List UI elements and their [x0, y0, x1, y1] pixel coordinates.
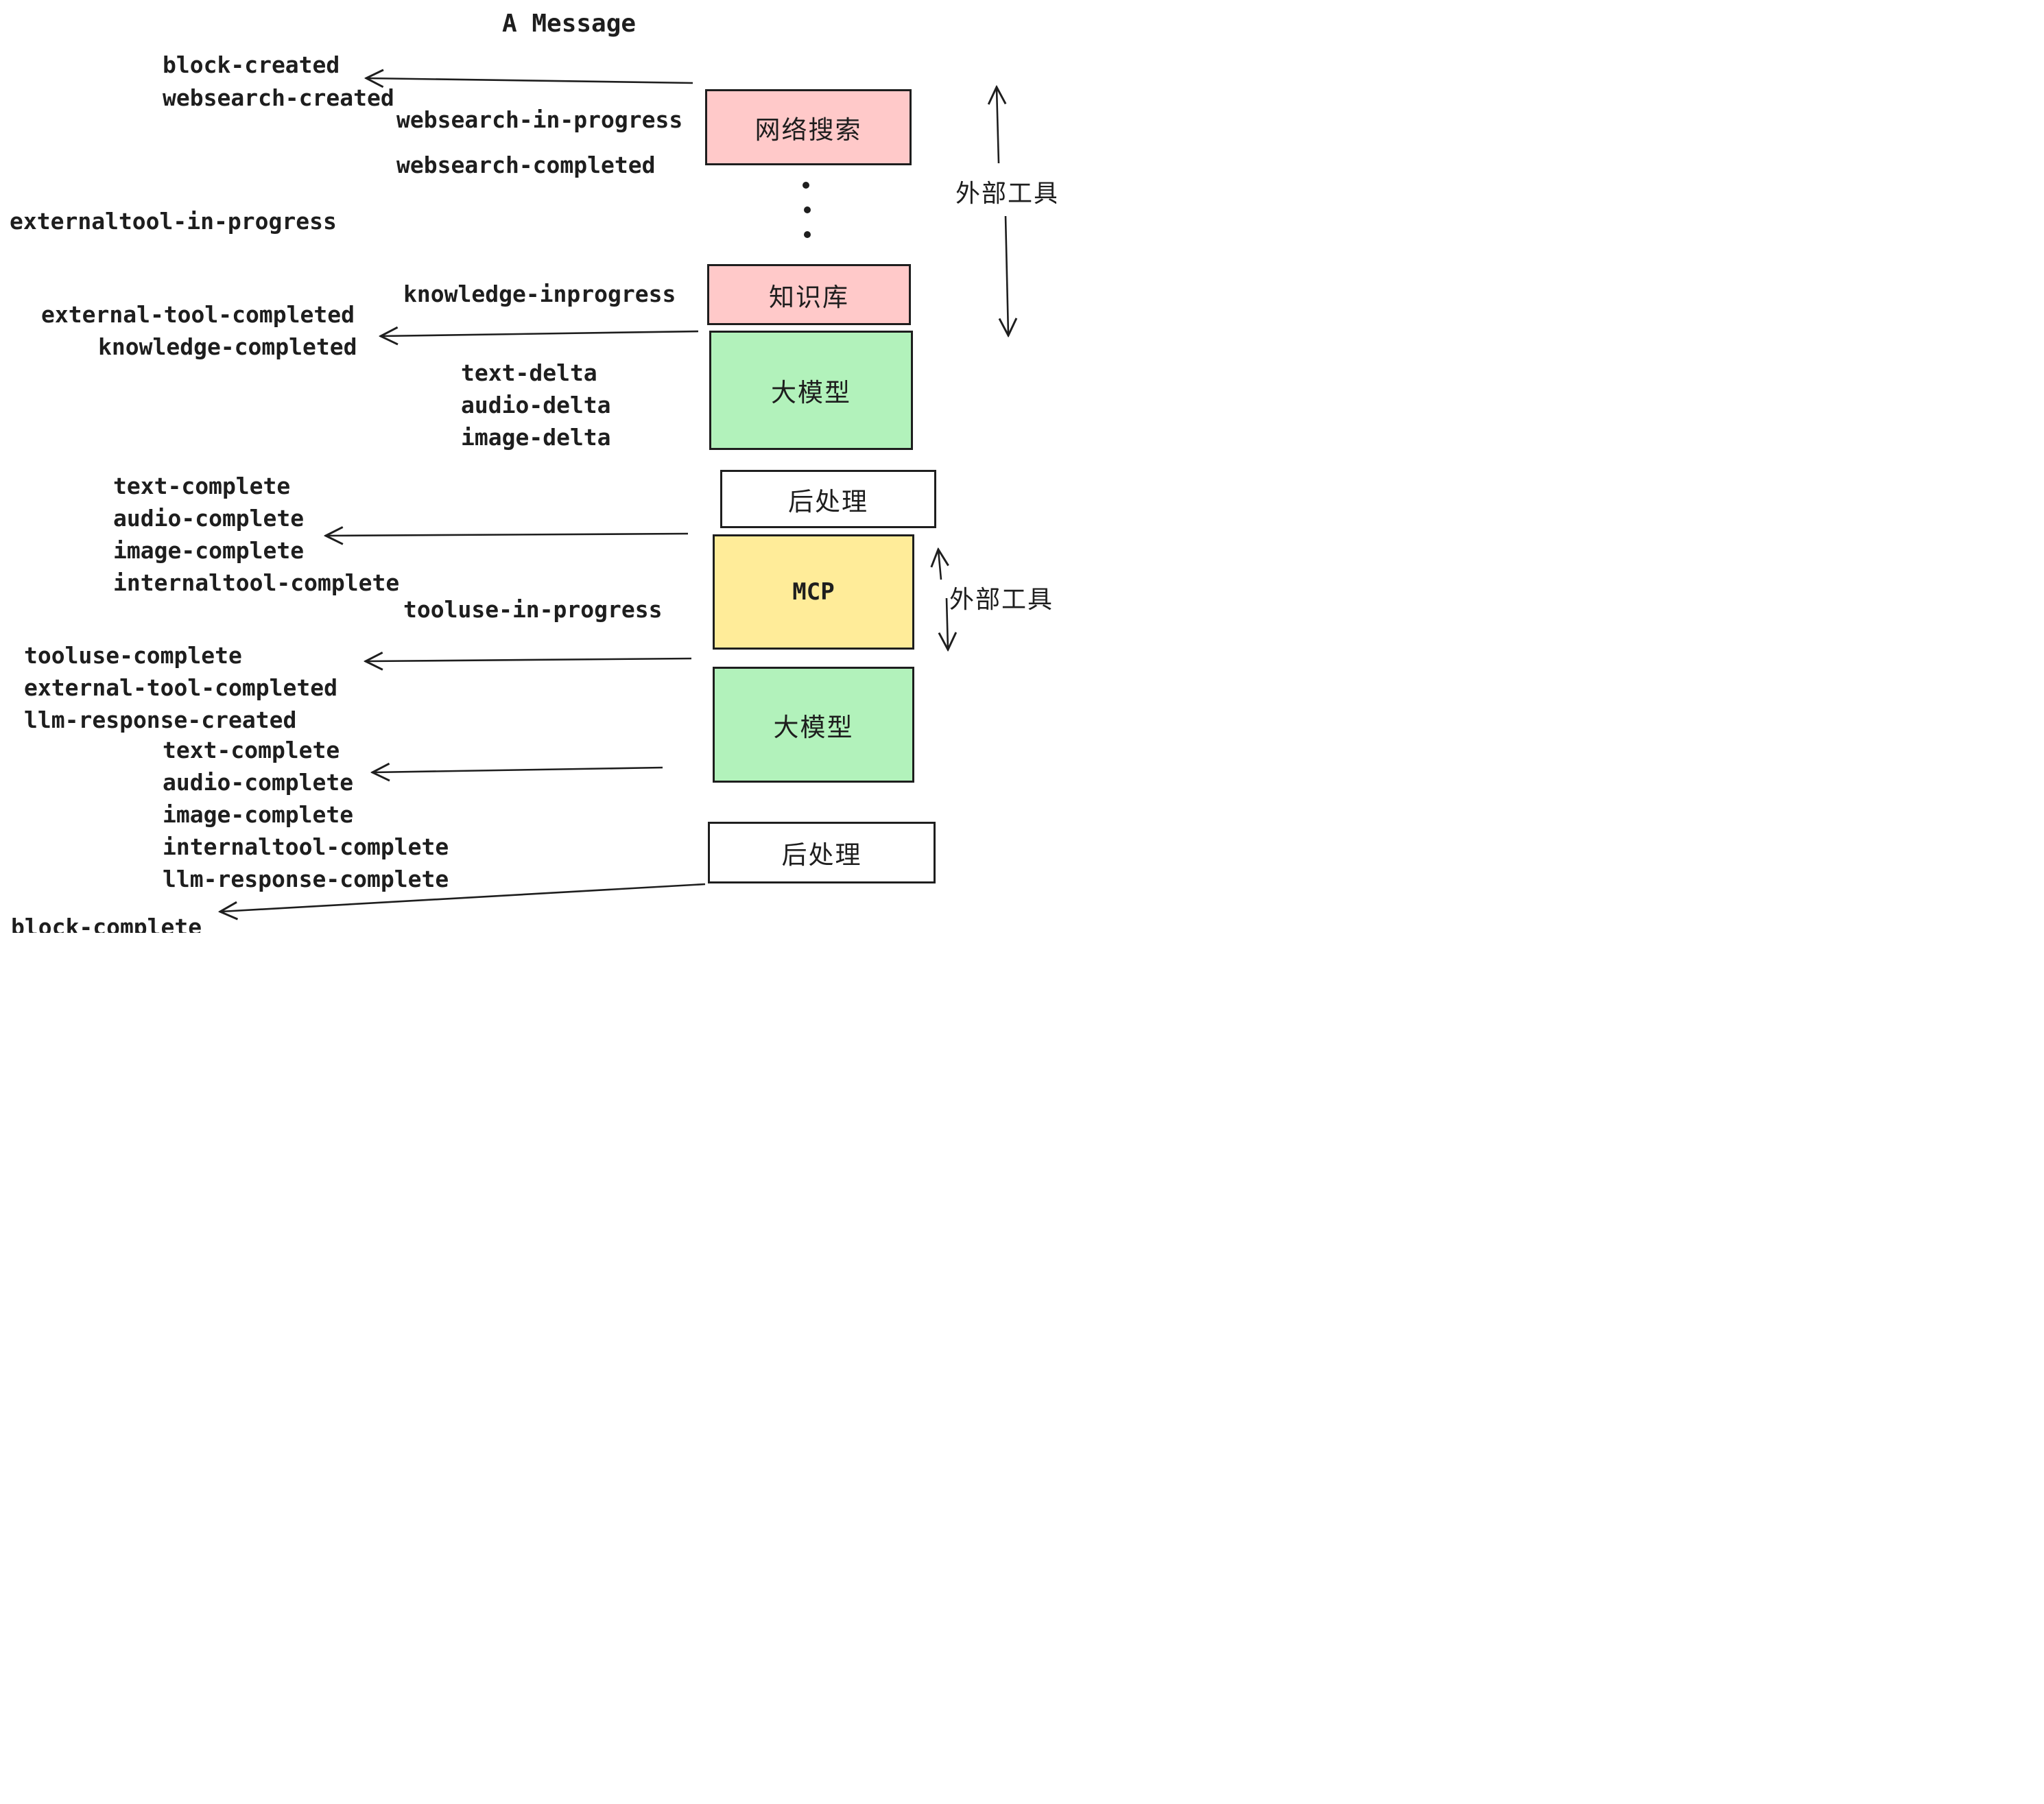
event-websearch-in-progress: websearch-in-progress	[396, 106, 683, 133]
event-internaltool-complete: internaltool-complete	[113, 569, 400, 596]
event-knowledge-completed: knowledge-completed	[98, 333, 357, 360]
arrow-websearch-to-block-created	[367, 78, 693, 83]
event-audio-complete: audio-complete	[113, 505, 305, 532]
event-text-complete: text-complete	[113, 473, 291, 499]
arrow-llm2-to-tooluse-complete	[366, 658, 692, 661]
event-audio-delta: audio-delta	[461, 392, 611, 418]
event-llm-response-created: llm-response-created	[24, 707, 297, 733]
event-block-created: block-created	[163, 51, 340, 78]
node-llm-2-label: 大模型	[773, 712, 854, 742]
event-tooluse-complete: tooluse-complete	[24, 642, 242, 669]
page-title: A Message	[502, 10, 637, 38]
event-llm-response-complete: llm-response-complete	[163, 866, 449, 892]
event-knowledge-inprogress: knowledge-inprogress	[403, 281, 676, 307]
event-text-complete: text-complete	[163, 737, 340, 763]
event-websearch-completed: websearch-completed	[396, 152, 656, 178]
node-knowledge-base: 知识库	[707, 264, 911, 325]
arrow-external-tools-mid-down	[947, 597, 948, 649]
arrow-external-tools-top-down	[1006, 215, 1008, 335]
arrow-llm1-to-knowledge-completed	[381, 331, 699, 336]
node-postprocess-1-label: 后处理	[788, 486, 868, 517]
group-label-external-tools-top: 外部工具	[955, 180, 1056, 208]
event-external-tool-completed: external-tool-completed	[24, 674, 337, 701]
node-llm-1: 大模型	[709, 331, 913, 450]
arrow-external-tools-top-up	[997, 88, 999, 164]
node-knowledge-base-label: 知识库	[769, 282, 849, 312]
ellipsis-dot	[804, 231, 811, 238]
event-internaltool-complete: internaltool-complete	[163, 833, 449, 860]
node-postprocess-1: 后处理	[720, 470, 936, 528]
node-llm-2: 大模型	[713, 667, 914, 783]
node-postprocess-2: 后处理	[708, 822, 936, 883]
node-mcp: MCP	[713, 534, 914, 650]
node-websearch-label: 网络搜索	[754, 115, 862, 145]
event-image-complete: image-complete	[163, 801, 354, 828]
event-audio-complete: audio-complete	[163, 769, 354, 796]
event-tooluse-in-progress: tooluse-in-progress	[403, 596, 663, 623]
event-block-complete: block-complete	[11, 914, 202, 933]
node-postprocess-2-label: 后处理	[781, 840, 862, 870]
event-websearch-created: websearch-created	[163, 84, 394, 111]
diagram-canvas: A Message block-created websearch-create…	[0, 0, 1056, 933]
node-mcp-label: MCP	[792, 578, 835, 606]
event-text-delta: text-delta	[461, 359, 597, 386]
arrow-external-tools-mid-up	[938, 550, 941, 580]
node-websearch: 网络搜索	[705, 89, 912, 165]
arrow-mcp-to-image-complete	[326, 534, 689, 536]
arrow-llm2-to-audio-complete	[373, 768, 663, 772]
ellipsis-dot	[803, 182, 809, 189]
event-image-delta: image-delta	[461, 424, 611, 451]
event-external-tool-completed: external-tool-completed	[41, 301, 355, 328]
node-llm-1-label: 大模型	[771, 378, 851, 407]
group-label-external-tools-mid: 外部工具	[949, 586, 1054, 614]
event-externaltool-in-progress: externaltool-in-progress	[10, 208, 337, 235]
ellipsis-dot	[804, 206, 811, 213]
event-image-complete: image-complete	[113, 537, 305, 564]
